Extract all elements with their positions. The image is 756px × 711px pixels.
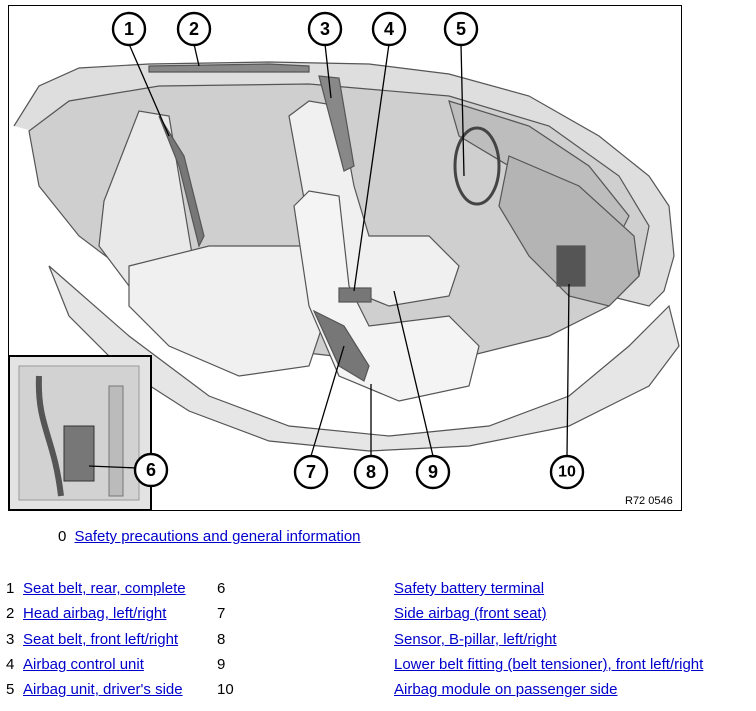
legend-row: 4 Airbag control unit 9 Lower belt fitti… <box>0 656 756 678</box>
callout-8: 8 <box>353 454 389 490</box>
legend-number: 1 <box>6 580 15 597</box>
legend-row: 1 Seat belt, rear, complete 6 Safety bat… <box>0 580 756 602</box>
head-airbag <box>148 63 310 73</box>
legend-number: 7 <box>217 605 226 622</box>
link-sensor-b-pillar[interactable]: Sensor, B-pillar, left/right <box>394 631 557 648</box>
callout-10: 10 <box>549 454 585 490</box>
legend-number: 9 <box>217 656 226 673</box>
vehicle-airbag-diagram: 1 2 3 4 5 6 7 8 9 10 R72 0546 <box>8 5 682 511</box>
link-safety-battery-terminal[interactable]: Safety battery terminal <box>394 580 545 597</box>
callout-1: 1 <box>111 11 147 47</box>
leader-lines <box>88 43 570 469</box>
svg-text:8: 8 <box>366 462 376 482</box>
legend-number: 2 <box>6 605 15 622</box>
legend-number: 5 <box>6 681 15 698</box>
legend-number: 8 <box>217 631 226 648</box>
legend-row: 2 Head airbag, left/right 7 Side airbag … <box>0 605 756 627</box>
rear-belt <box>158 115 205 248</box>
intro-number: 0 <box>58 528 67 545</box>
car-illustration <box>13 61 680 452</box>
callout-6: 6 <box>133 452 169 488</box>
callout-4: 4 <box>371 11 407 47</box>
callout-2: 2 <box>176 11 212 47</box>
link-side-airbag[interactable]: Side airbag (front seat) <box>394 605 547 622</box>
svg-text:5: 5 <box>456 19 466 39</box>
svg-text:2: 2 <box>189 19 199 39</box>
b-pillar <box>318 75 355 172</box>
dashboard <box>498 155 640 307</box>
callout-5: 5 <box>443 11 479 47</box>
callout-9: 9 <box>415 454 451 490</box>
link-seat-belt-rear[interactable]: Seat belt, rear, complete <box>23 580 186 597</box>
link-head-airbag[interactable]: Head airbag, left/right <box>23 605 167 622</box>
svg-text:7: 7 <box>306 462 316 482</box>
link-lower-belt-fitting[interactable]: Lower belt fitting (belt tensioner), fro… <box>394 656 704 673</box>
legend-row: 5 Airbag unit, driver's side 10 Airbag m… <box>0 681 756 703</box>
legend-number: 3 <box>6 631 15 648</box>
callout-3: 3 <box>307 11 343 47</box>
intro-line: 0 Safety precautions and general informa… <box>58 528 361 545</box>
passenger-airbag-module-shape <box>556 245 586 287</box>
svg-text:9: 9 <box>428 462 438 482</box>
airbag-control-unit-shape <box>338 287 372 303</box>
svg-text:1: 1 <box>124 19 134 39</box>
car-floor <box>48 265 680 452</box>
link-airbag-unit-driver[interactable]: Airbag unit, driver's side <box>23 681 183 698</box>
legend-number: 4 <box>6 656 15 673</box>
legend-row: 3 Seat belt, front left/right 8 Sensor, … <box>0 631 756 653</box>
steering-wheel <box>453 126 501 206</box>
svg-text:10: 10 <box>558 464 576 481</box>
rear-seat-cushion <box>128 245 330 377</box>
callout-7: 7 <box>293 454 329 490</box>
legend-number: 10 <box>217 681 234 698</box>
inset-battery-terminal <box>9 355 152 510</box>
svg-text:3: 3 <box>320 19 330 39</box>
side-airbag-shape <box>312 309 370 382</box>
figure-code: R72 0546 <box>625 495 673 507</box>
svg-text:6: 6 <box>146 460 156 480</box>
link-seat-belt-front[interactable]: Seat belt, front left/right <box>23 631 179 648</box>
svg-text:4: 4 <box>384 19 394 39</box>
legend-number: 6 <box>217 580 226 597</box>
link-airbag-module-passenger[interactable]: Airbag module on passenger side <box>394 681 618 698</box>
safety-precautions-link[interactable]: Safety precautions and general informati… <box>74 528 361 545</box>
link-airbag-control-unit[interactable]: Airbag control unit <box>23 656 144 673</box>
